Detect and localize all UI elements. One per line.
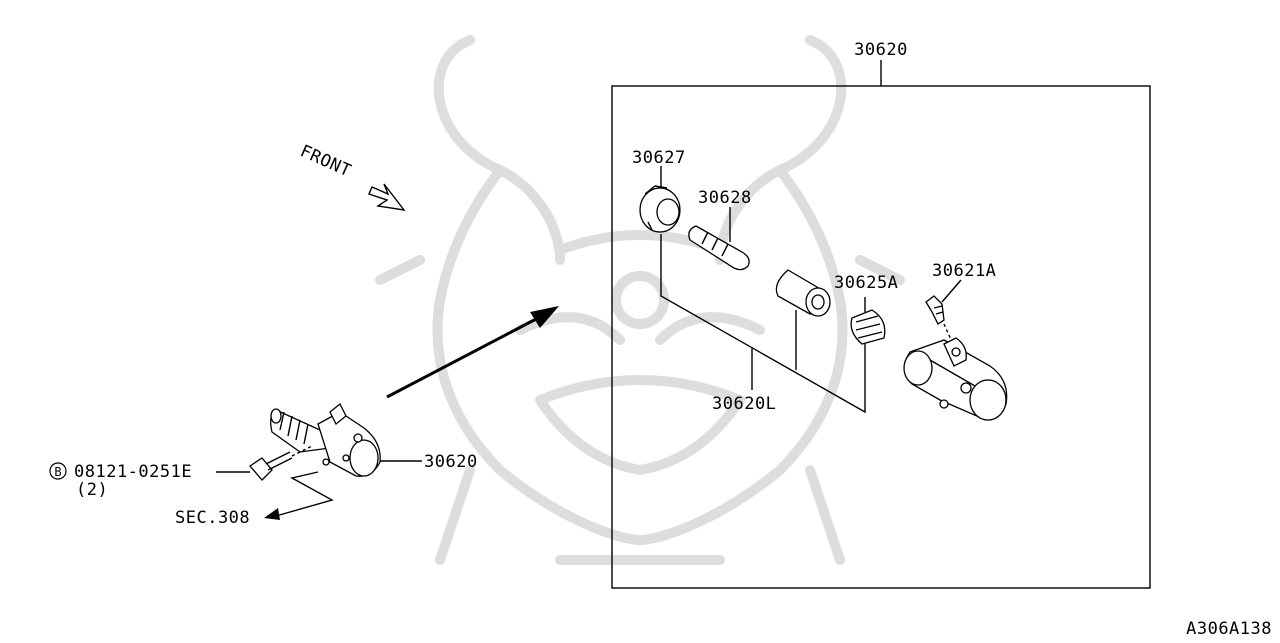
- section-ref: SEC.308: [175, 508, 250, 528]
- section-ref-arrow-icon: [264, 508, 280, 520]
- piston-cup-part: [850, 309, 886, 345]
- boot-number: 30627: [632, 148, 686, 168]
- bolt-circle-letter: B: [54, 465, 61, 479]
- push-rod-number: 30628: [698, 188, 752, 208]
- bolt-circle-icon: [49, 462, 67, 480]
- detail-arrow: [386, 306, 559, 399]
- piston-part: [775, 269, 831, 317]
- cylinder-detail-part: [903, 337, 1008, 421]
- bleeder-part: [925, 295, 945, 325]
- bolt-qty: (2): [76, 480, 108, 500]
- front-arrow-icon: [368, 183, 406, 211]
- bleeder-number: 30621A: [932, 261, 996, 281]
- cylinder-number: 30620: [424, 452, 478, 472]
- front-indicator: FRONT: [297, 141, 406, 211]
- bleeder-dash: [943, 323, 953, 343]
- bolt-number: 08121-0251E: [74, 462, 192, 482]
- bleeder-leader: [941, 279, 962, 303]
- front-label: FRONT: [297, 141, 354, 181]
- section-ref-leader: [275, 471, 334, 517]
- repair-kit-number: 30620L: [712, 394, 776, 414]
- watermark-logo: [375, 35, 905, 565]
- boot-part: [639, 185, 681, 233]
- repair-kit-leader: [660, 234, 866, 414]
- piston-number: 30625A: [834, 273, 898, 293]
- push-rod-part: [688, 225, 750, 271]
- bolt-part: [249, 445, 313, 481]
- assembly-label: 30620: [854, 40, 908, 60]
- figure-id: A306A138: [1186, 619, 1272, 638]
- cylinder-assembly-part: [270, 402, 381, 477]
